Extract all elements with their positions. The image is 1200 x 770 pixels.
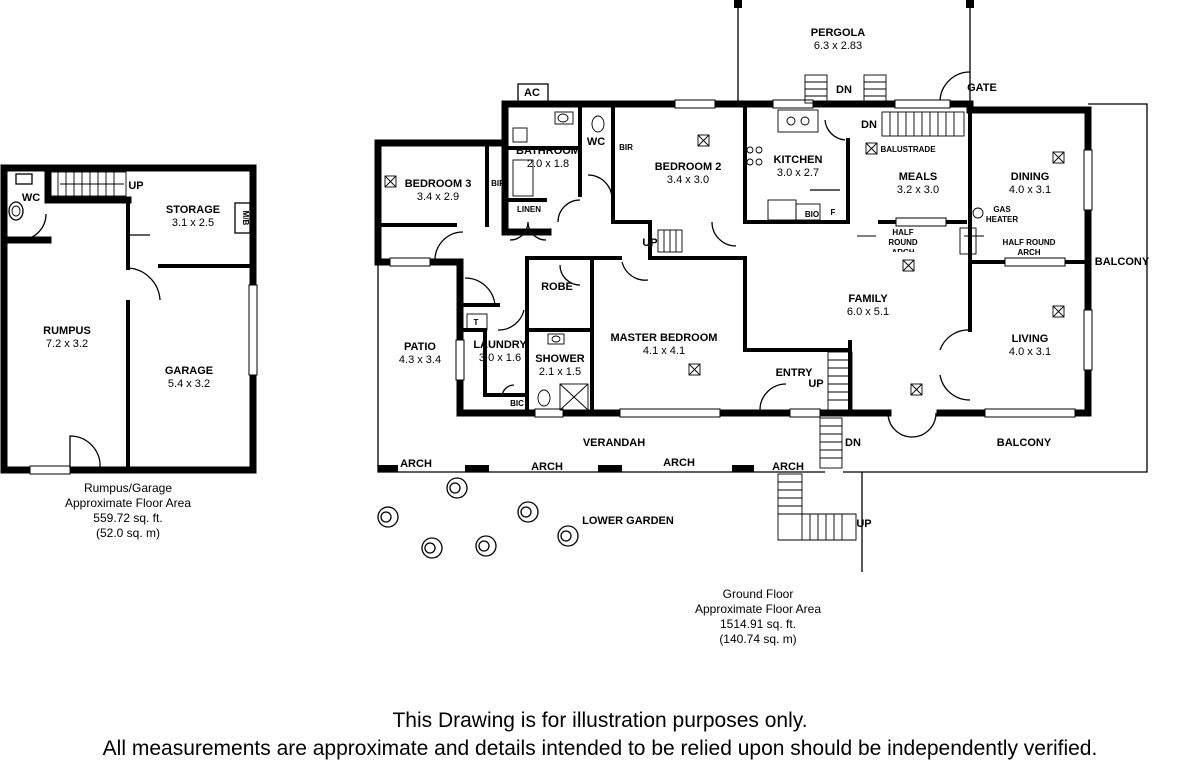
pergola-stair-dn-label: DN bbox=[836, 84, 852, 96]
room-size-bathroom: 2.0 x 1.8 bbox=[527, 158, 569, 170]
room-name-bedroom-2: BEDROOM 2 bbox=[655, 161, 722, 173]
rumpus-stair-up-label: UP bbox=[128, 180, 143, 192]
ground-area-sqm: (140.74 sq. m) bbox=[719, 632, 796, 646]
rumpus-area-sqft: 559.72 sq. ft. bbox=[93, 511, 162, 525]
entry-stair-up-label: UP bbox=[808, 378, 823, 390]
balustrade-label: BALUSTRADE bbox=[880, 145, 936, 154]
room-size-bedroom-3: 3.4 x 2.9 bbox=[417, 191, 459, 203]
room-name-patio: PATIO bbox=[404, 341, 436, 353]
room-size-meals: 3.2 x 3.0 bbox=[897, 184, 939, 196]
room-name-kitchen: KITCHEN bbox=[774, 154, 823, 166]
entry-label: ENTRY bbox=[776, 367, 814, 379]
garden-stair-up-label: UP bbox=[856, 518, 871, 530]
garden-shrubs bbox=[377, 477, 579, 559]
room-name-garage: GARAGE bbox=[165, 365, 213, 377]
rumpus-wc-label: WC bbox=[22, 192, 40, 204]
meals-stair-dn-label: DN bbox=[861, 119, 877, 131]
room-size-garage: 5.4 x 3.2 bbox=[168, 378, 210, 390]
room-size-shower: 2.1 x 1.5 bbox=[539, 366, 581, 378]
room-name-rumpus: RUMPUS bbox=[43, 325, 91, 337]
room-name-master-bedroom: MASTER BEDROOM bbox=[611, 332, 718, 344]
bedroom2-bir-label: BIR bbox=[619, 143, 633, 152]
room-name-family: FAMILY bbox=[848, 293, 888, 305]
verandah-stair-dn-label: DN bbox=[845, 437, 861, 449]
ac-label: AC bbox=[524, 87, 540, 99]
bedroom3-bir-label: BIR bbox=[491, 179, 505, 188]
bio-label: BIO bbox=[805, 210, 819, 219]
room-name-meals: MEALS bbox=[899, 171, 938, 183]
meter-box-label: M/B bbox=[241, 211, 250, 226]
room-size-master-bedroom: 4.1 x 4.1 bbox=[643, 345, 685, 357]
room-size-patio: 4.3 x 3.4 bbox=[399, 354, 441, 366]
room-size-living: 4.0 x 3.1 bbox=[1009, 346, 1051, 358]
room-size-rumpus: 7.2 x 3.2 bbox=[46, 338, 88, 350]
ground-area-sqft: 1514.91 sq. ft. bbox=[720, 617, 796, 631]
disclaimer-line-2: All measurements are approximate and det… bbox=[102, 737, 1098, 760]
ground-area-title: Ground Floor bbox=[723, 587, 794, 601]
balcony-label-east: BALCONY bbox=[1095, 256, 1150, 268]
room-name-bedroom-3: BEDROOM 3 bbox=[405, 178, 472, 190]
room-size-dining: 4.0 x 3.1 bbox=[1009, 184, 1051, 196]
balcony-label-south: BALCONY bbox=[997, 437, 1052, 449]
room-size-bedroom-2: 3.4 x 3.0 bbox=[667, 174, 709, 186]
gate-label: GATE bbox=[967, 82, 997, 94]
room-size-pergola: 6.3 x 2.83 bbox=[814, 40, 862, 52]
wc-label: WC bbox=[587, 136, 605, 148]
room-size-kitchen: 3.0 x 2.7 bbox=[777, 167, 819, 179]
rumpus-area-sqm: (52.0 sq. m) bbox=[96, 526, 160, 540]
linen-label: LINEN bbox=[517, 205, 541, 214]
disclaimer-line-1: This Drawing is for illustration purpose… bbox=[392, 709, 808, 732]
arch-label-1: ARCH bbox=[400, 458, 432, 470]
room-name-bathroom: BATHROOM bbox=[516, 145, 580, 157]
fridge-label: F bbox=[831, 208, 836, 217]
gas-heater-label: GAS HEATER bbox=[985, 205, 1019, 224]
family-stair-up-label: UP bbox=[642, 237, 657, 249]
rumpus-area-title: Rumpus/Garage bbox=[84, 481, 172, 495]
room-name-laundry: LAUNDRY bbox=[473, 339, 527, 351]
arch-label-2: ARCH bbox=[531, 461, 563, 473]
room-name-living: LIVING bbox=[1012, 333, 1049, 345]
room-name-pergola: PERGOLA bbox=[811, 27, 865, 39]
bic-label: BIC bbox=[510, 399, 524, 408]
arch-label-3: ARCH bbox=[663, 457, 695, 469]
ground-floor-plan bbox=[374, 0, 1148, 572]
room-name-shower: SHOWER bbox=[535, 353, 585, 365]
room-size-laundry: 3.0 x 1.6 bbox=[479, 352, 521, 364]
room-size-family: 6.0 x 5.1 bbox=[847, 306, 889, 318]
lower-garden-label: LOWER GARDEN bbox=[582, 515, 674, 527]
half-round-arch-label-2: HALF ROUND ARCH bbox=[1002, 238, 1056, 257]
rumpus-garage-plan bbox=[0, 164, 258, 475]
rumpus-area-subtitle: Approximate Floor Area bbox=[65, 496, 191, 510]
arch-label-4: ARCH bbox=[772, 461, 804, 473]
room-name-dining: DINING bbox=[1011, 171, 1050, 183]
half-round-arch-label-1: HALF ROUND ARCH bbox=[888, 228, 918, 252]
verandah-label: VERANDAH bbox=[583, 437, 645, 449]
laundry-trough-label: T bbox=[474, 318, 479, 327]
room-size-storage: 3.1 x 2.5 bbox=[172, 217, 214, 229]
robe-label: ROBE bbox=[541, 281, 573, 293]
room-name-storage: STORAGE bbox=[166, 204, 220, 216]
ground-area-subtitle: Approximate Floor Area bbox=[695, 602, 821, 616]
